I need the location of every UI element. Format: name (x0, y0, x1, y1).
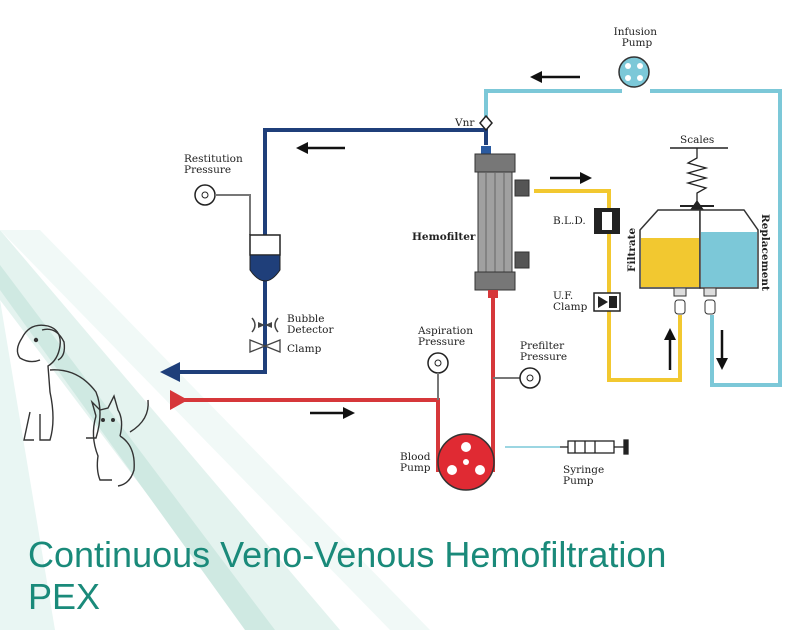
prefilter-pressure-label: Prefilter Pressure (520, 340, 567, 363)
dog-cat-sketch-icon (16, 324, 149, 487)
aspiration-pressure-gauge (427, 352, 449, 400)
uf-clamp-label: U.F. Clamp (553, 290, 588, 313)
title-line-1: Continuous Veno-Venous Hemofiltration (28, 534, 667, 575)
filtrate-label: Filtrate (626, 228, 638, 272)
arterial-access-arrowhead (170, 390, 188, 410)
uf-clamp-icon (593, 292, 621, 312)
blood-pump-rotor (437, 433, 495, 491)
replacement-label: Replacement (759, 214, 771, 291)
flow-arrows (296, 71, 728, 419)
scales-label: Scales (680, 134, 714, 146)
restitution-pressure-label: Restitution Pressure (184, 153, 246, 176)
aspiration-pressure-label: Aspiration Pressure (417, 325, 476, 348)
bubble-detector-icon (251, 317, 279, 333)
restitution-pressure-gauge (194, 184, 251, 235)
vnr-label: Vnr (454, 117, 475, 129)
venous-line (170, 128, 488, 374)
venous-return-arrowhead (160, 362, 180, 382)
vnr-valve-icon (479, 114, 493, 132)
clamp-label: Clamp (287, 343, 322, 355)
background-stripes (0, 230, 430, 630)
replacement-line-2 (650, 89, 782, 387)
bld-label: B.L.D. (553, 215, 586, 227)
replacement-line (484, 89, 622, 120)
hemofilter-cartridge (474, 146, 530, 298)
infusion-pump-label: Infusion Pump (614, 26, 661, 49)
title-line-2: PEX (28, 576, 101, 617)
hemofilter-label: Hemofilter (412, 231, 476, 243)
infusion-pump-rotor (618, 56, 650, 88)
syringe-icon (560, 439, 629, 455)
clamp-icon (249, 339, 281, 353)
blood-pump-label: Blood Pump (400, 451, 434, 474)
bubble-detector-label: Bubble Detector (287, 313, 334, 336)
filtrate-line (534, 189, 682, 382)
syringe-pump-label: Syringe Pump (563, 464, 608, 487)
bubble-trap-chamber (249, 234, 281, 282)
scales-reservoir (639, 147, 759, 315)
prefilter-pressure-gauge (493, 367, 541, 389)
slide-title: Continuous Veno-Venous Hemofiltration PE… (28, 534, 666, 618)
